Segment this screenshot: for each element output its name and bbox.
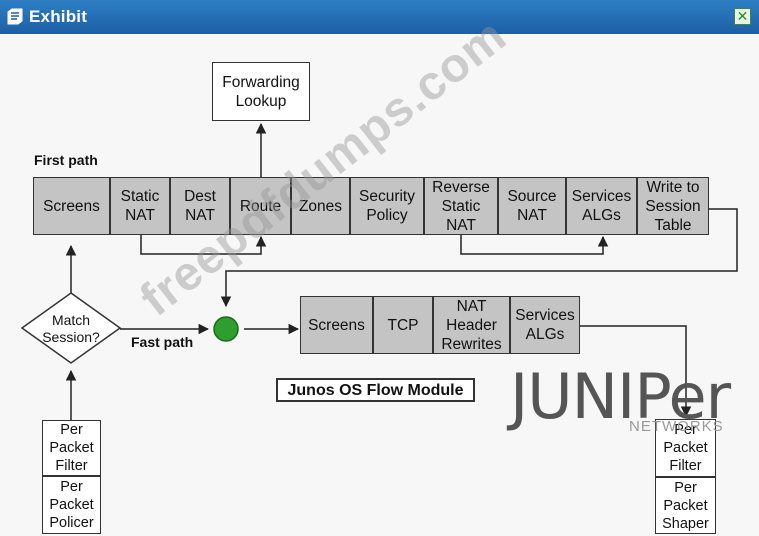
first-path-screens: Screens <box>33 177 110 235</box>
egress-per-packet-filter: Per Packet Filter <box>655 419 716 477</box>
ingress-per-packet-policer: Per Packet Policer <box>42 476 101 534</box>
first-path-security-policy: Security Policy <box>350 177 424 235</box>
first-path-route: Route <box>230 177 291 235</box>
fast-path-to-egress-arrow <box>580 325 692 418</box>
first-path-static-nat: Static NAT <box>110 177 170 235</box>
first-path-reverse-static-nat: Reverse Static NAT <box>424 177 498 235</box>
session-write-return-arrow <box>220 208 738 308</box>
window-title: Exhibit <box>29 7 88 26</box>
first-path-zones: Zones <box>291 177 350 235</box>
ingress-per-packet-filter: Per Packet Filter <box>42 420 101 476</box>
close-icon[interactable]: ✕ <box>734 8 751 25</box>
flow-module-label: Junos OS Flow Module <box>276 378 475 402</box>
fast-path-services-algs: Services ALGs <box>510 296 580 354</box>
exhibit-icon <box>7 8 23 25</box>
match-session-diamond <box>20 292 122 364</box>
first-path-write-session-table: Write to Session Table <box>637 177 709 235</box>
first-path-services-algs: Services ALGs <box>566 177 637 235</box>
egress-per-packet-shaper: Per Packet Shaper <box>655 477 716 534</box>
reverse-nat-bypass-arrow <box>460 234 609 255</box>
fast-path-tcp: TCP <box>373 296 433 354</box>
connector-lines <box>20 122 738 420</box>
fast-path-label: Fast path <box>131 334 194 350</box>
first-path-label: First path <box>34 152 98 168</box>
fast-path-nat-header-rewrites: NAT Header Rewrites <box>433 296 510 354</box>
juniper-logo-networks: NETWORKS <box>629 418 724 435</box>
static-nat-bypass-arrow <box>140 234 267 255</box>
first-path-source-nat: Source NAT <box>498 177 566 235</box>
fast-path-screens: Screens <box>300 296 373 354</box>
juniper-logo: JUNIPer <box>510 360 731 433</box>
diagram-canvas: Forwarding Lookup First path Screens Sta… <box>0 9 759 536</box>
forwarding-lookup-box: Forwarding Lookup <box>212 62 310 121</box>
junction-circle <box>213 316 239 342</box>
window-titlebar: Exhibit ✕ <box>0 0 759 34</box>
match-session-label: Match Session? <box>42 312 100 345</box>
first-path-dest-nat: Dest NAT <box>170 177 230 235</box>
